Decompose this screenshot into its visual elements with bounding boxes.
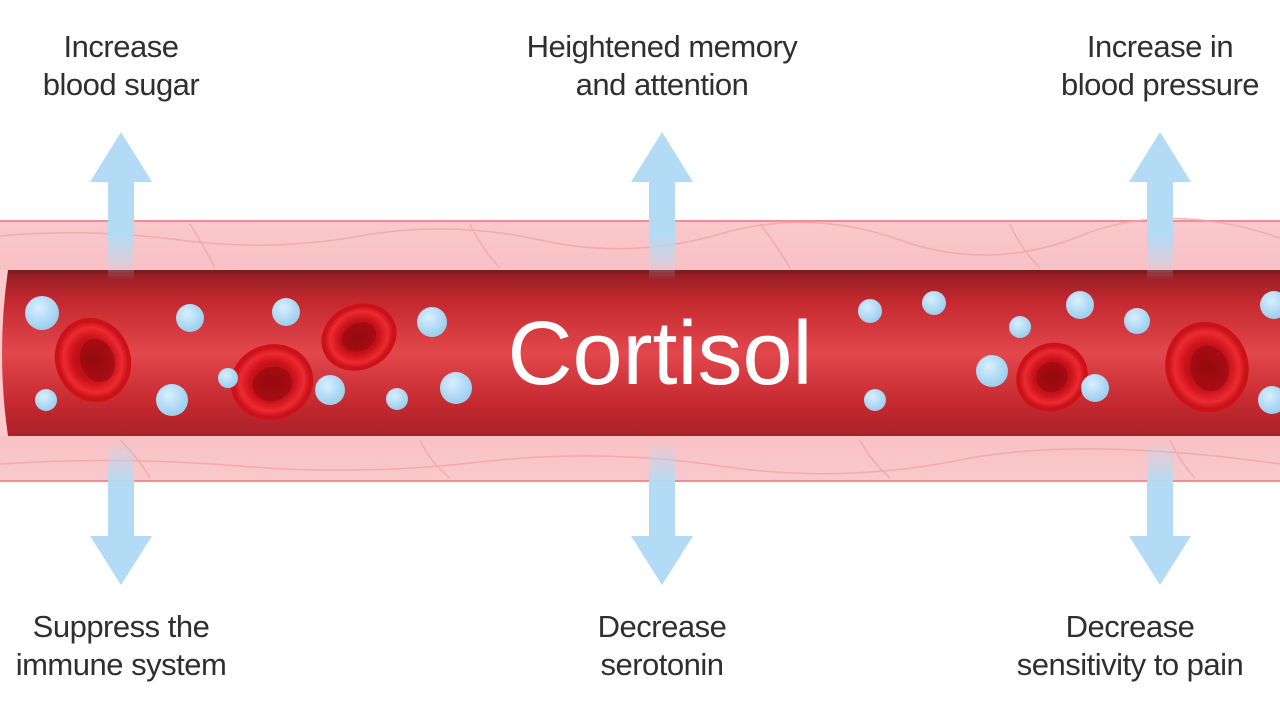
arrow-down-center	[631, 440, 693, 585]
arrow-down-left	[90, 440, 152, 585]
effect-label-line: sensitivity to pain	[1016, 647, 1244, 682]
cortisol-molecules	[25, 291, 1280, 416]
effect-label-line: and attention	[575, 67, 749, 102]
effect-label-line: Decrease	[1065, 609, 1195, 644]
red-blood-cell	[321, 303, 397, 371]
cortisol-molecule	[35, 389, 57, 411]
cortisol-molecule	[315, 375, 345, 405]
red-blood-cell	[1016, 342, 1088, 412]
effect-label-line: Increase	[63, 29, 179, 64]
effect-label-suppress-immune-system: Suppress the immune system	[0, 608, 271, 684]
cortisol-molecule	[976, 355, 1008, 387]
cortisol-title: Cortisol	[507, 304, 812, 404]
cortisol-molecule	[417, 307, 447, 337]
red-blood-cell	[54, 318, 132, 402]
arrow-down-right	[1129, 440, 1191, 585]
effect-label-line: Heightened memory	[526, 29, 798, 64]
cortisol-molecule	[440, 372, 472, 404]
red-blood-cell	[1165, 321, 1249, 413]
effect-label-line: Suppress the	[32, 609, 210, 644]
cortisol-molecule	[272, 298, 300, 326]
cortisol-molecule	[1066, 291, 1094, 319]
effect-label-line: blood pressure	[1060, 67, 1260, 102]
cortisol-molecule	[1081, 374, 1109, 402]
cortisol-molecule	[1258, 386, 1280, 414]
arrow-up-right	[1129, 132, 1191, 280]
red-blood-cell	[230, 344, 314, 420]
cortisol-molecule	[218, 368, 238, 388]
cortisol-molecule	[1260, 291, 1280, 319]
cortisol-molecule	[922, 291, 946, 315]
cortisol-molecule	[156, 384, 188, 416]
effect-label-increase-blood-sugar: Increase blood sugar	[0, 28, 271, 104]
cortisol-molecule	[386, 388, 408, 410]
effect-label-line: immune system	[15, 647, 227, 682]
cortisol-molecule	[176, 304, 204, 332]
effect-label-increase-blood-pressure: Increase in blood pressure	[1010, 28, 1280, 104]
effect-label-line: serotonin	[600, 647, 724, 682]
effect-label-line: Decrease	[597, 609, 727, 644]
cortisol-molecule	[25, 296, 59, 330]
cortisol-molecule	[1124, 308, 1150, 334]
cortisol-molecule	[1009, 316, 1031, 338]
effect-label-line: Increase in	[1086, 29, 1234, 64]
effect-label-decrease-sensitivity-to-pain: Decrease sensitivity to pain	[980, 608, 1280, 684]
effect-label-line: blood sugar	[42, 67, 200, 102]
effect-label-heightened-memory: Heightened memory and attention	[512, 28, 812, 104]
cortisol-molecule	[858, 299, 882, 323]
arrow-up-center	[631, 132, 693, 280]
cortisol-molecule	[864, 389, 886, 411]
effect-label-decrease-serotonin: Decrease serotonin	[512, 608, 812, 684]
arrow-up-left	[90, 132, 152, 280]
